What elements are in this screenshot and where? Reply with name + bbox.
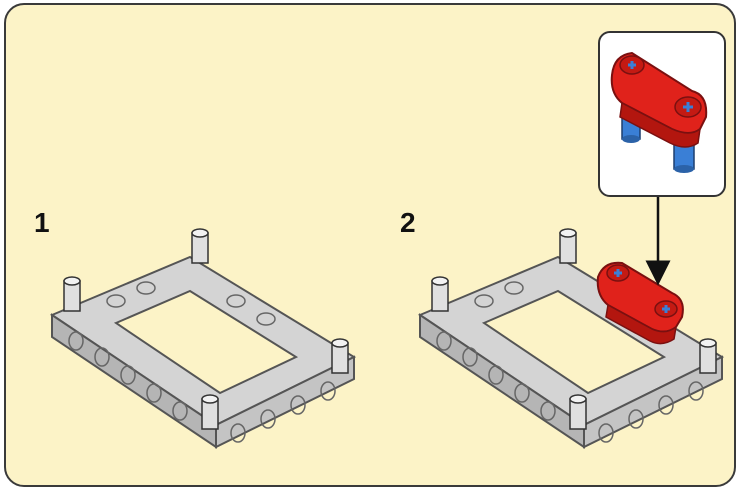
- step-2-frame-assembly: [420, 229, 722, 447]
- assembly-illustration: [6, 5, 736, 487]
- instruction-panel: 1 2: [4, 3, 736, 487]
- step-1-frame-assembly: [52, 229, 354, 447]
